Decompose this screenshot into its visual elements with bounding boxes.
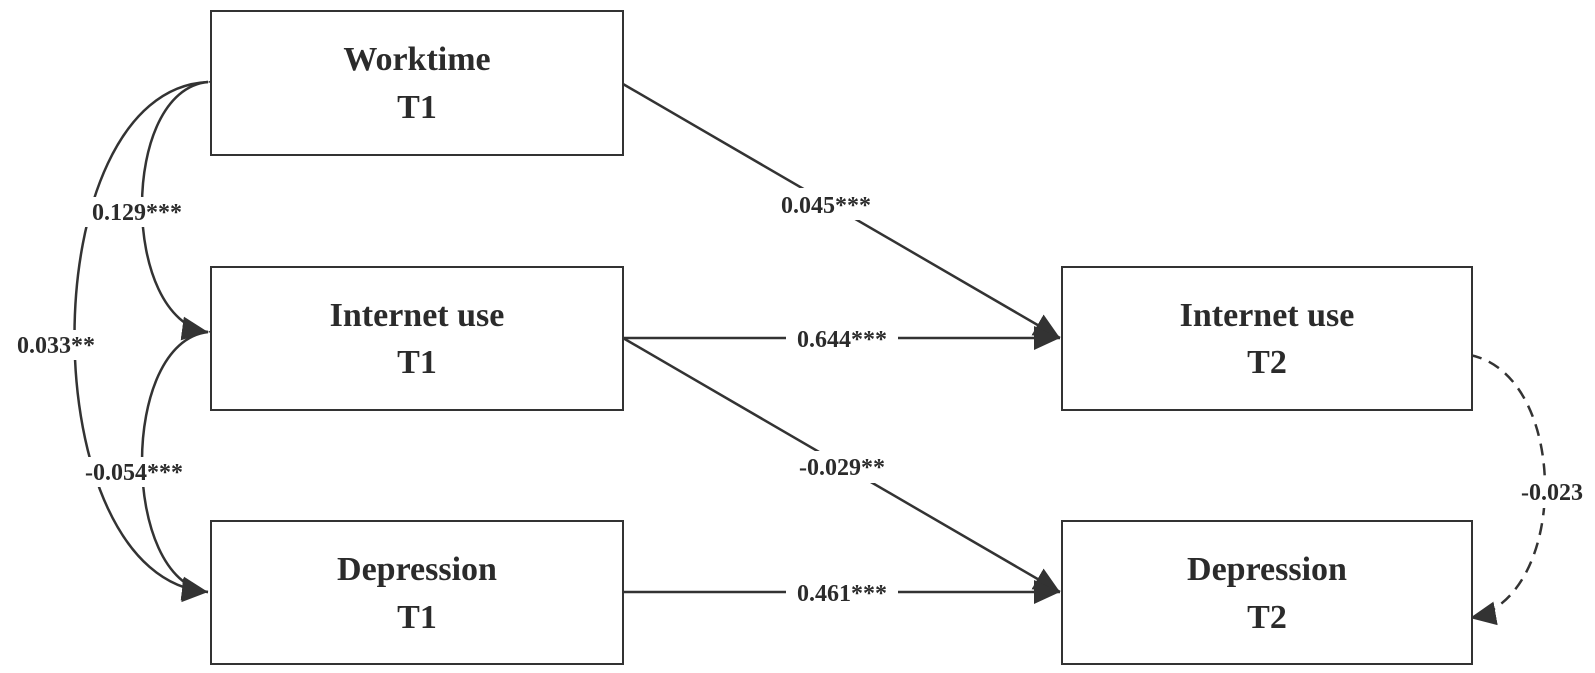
node-depression-t1: Depression T1	[210, 520, 624, 665]
cov-worktime-depression-t1: 0.033**	[17, 333, 95, 359]
cov-worktime-internet-t1: 0.129***	[92, 200, 182, 226]
node-worktime-t1-time: T1	[397, 89, 437, 126]
node-depression-t2-time: T2	[1247, 599, 1287, 636]
node-internet-use-t2: Internet use T2	[1061, 266, 1473, 411]
node-depression-t1-time: T1	[397, 599, 437, 636]
coef-internet-t1-to-depression-t2: -0.029**	[799, 455, 885, 481]
coef-worktime-to-internet-t2: 0.045***	[781, 193, 871, 219]
node-internet-use-t2-name: Internet use	[1180, 297, 1355, 334]
cov-internet-depression-t2: -0.023	[1521, 480, 1583, 506]
cov-internet-depression-t1: -0.054***	[85, 460, 183, 486]
coef-depression-t1-to-depression-t2: 0.461***	[797, 581, 887, 607]
coef-internet-t1-to-internet-t2: 0.644***	[797, 327, 887, 353]
node-worktime-t1-name: Worktime	[343, 41, 490, 78]
node-worktime-t1: Worktime T1	[210, 10, 624, 156]
node-depression-t2-name: Depression	[1187, 551, 1347, 588]
node-internet-use-t2-time: T2	[1247, 344, 1287, 381]
node-internet-use-t1: Internet use T1	[210, 266, 624, 411]
node-internet-use-t1-name: Internet use	[330, 297, 505, 334]
node-depression-t2: Depression T2	[1061, 520, 1473, 665]
node-internet-use-t1-time: T1	[397, 344, 437, 381]
node-depression-t1-name: Depression	[337, 551, 497, 588]
